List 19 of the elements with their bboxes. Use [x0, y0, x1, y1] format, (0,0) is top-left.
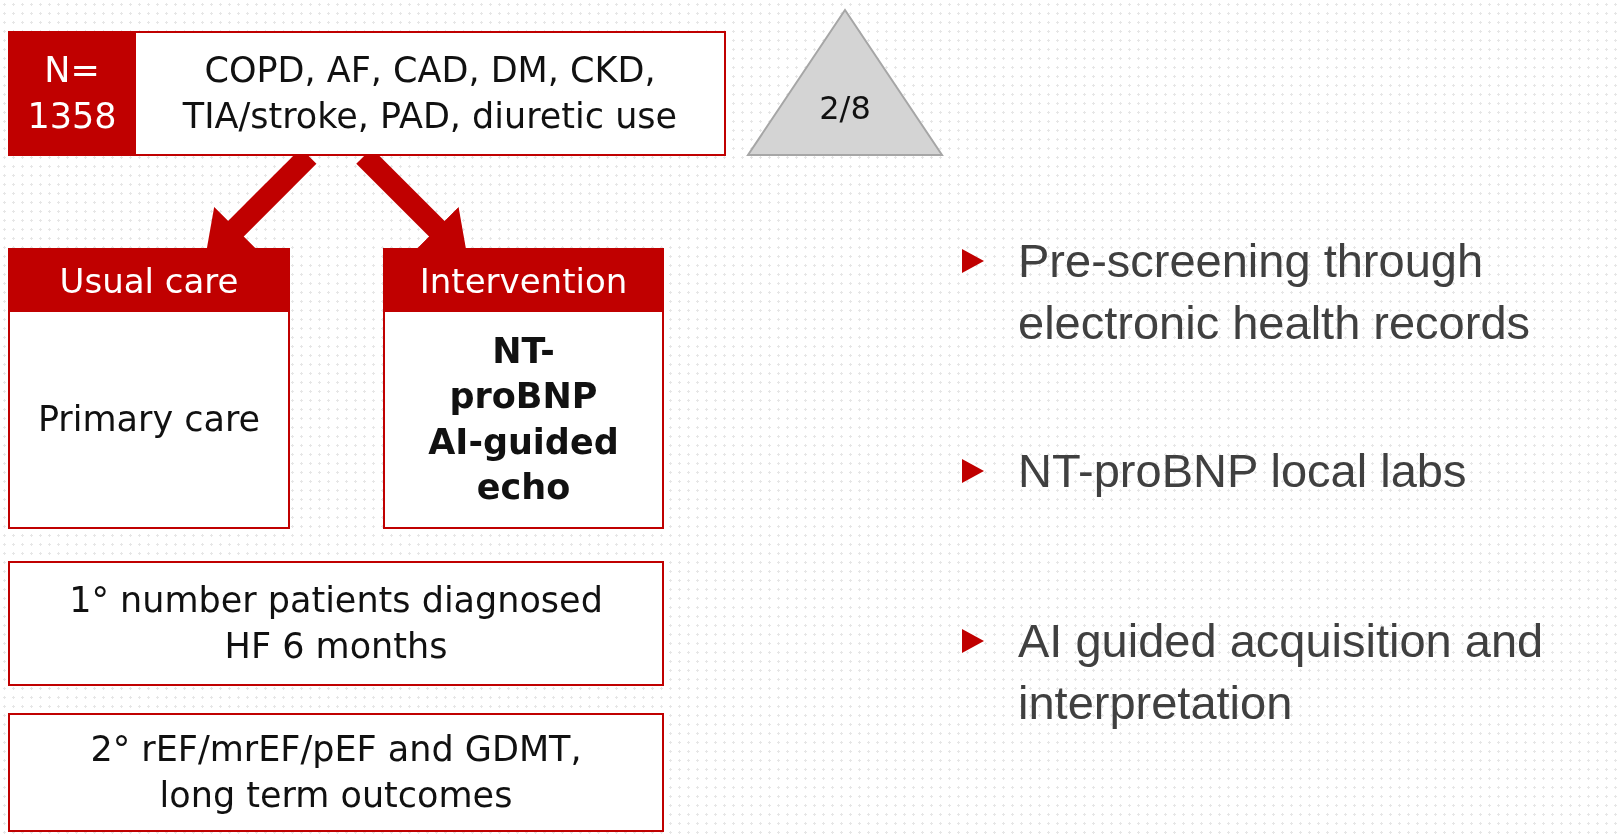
box-text: COPD, AF, CAD, DM, CKD, TIA/stroke, PAD, diuretic use	[181, 49, 679, 138]
text-box	[8, 713, 664, 832]
panel-text: Primary care	[37, 397, 261, 441]
bullet-text: Pre-screening through electronic health records	[1018, 233, 1532, 351]
fraction-label: 2/8	[819, 88, 871, 127]
box-text: 2° rEF/mrEF/pEF and GDMT, long term outcomes	[89, 728, 583, 817]
box-text: 1° number patients diagnosed HF 6 months	[68, 579, 604, 668]
text-box	[134, 31, 726, 156]
count-label: N= 1358	[27, 49, 117, 138]
panel-text: NT-proBNP AI-guided echo	[427, 329, 620, 509]
panel-header: Usual care	[10, 250, 288, 312]
arm-panel	[8, 248, 290, 529]
panel-header: Intervention	[385, 250, 662, 312]
text-box	[8, 561, 664, 686]
bullet-text: AI guided acquisition and interpretation	[1018, 613, 1545, 731]
arm-panel	[383, 248, 664, 529]
bullet-text: NT-proBNP local labs	[1018, 443, 1468, 499]
count-box	[8, 31, 136, 156]
triangle-badge	[746, 8, 944, 157]
